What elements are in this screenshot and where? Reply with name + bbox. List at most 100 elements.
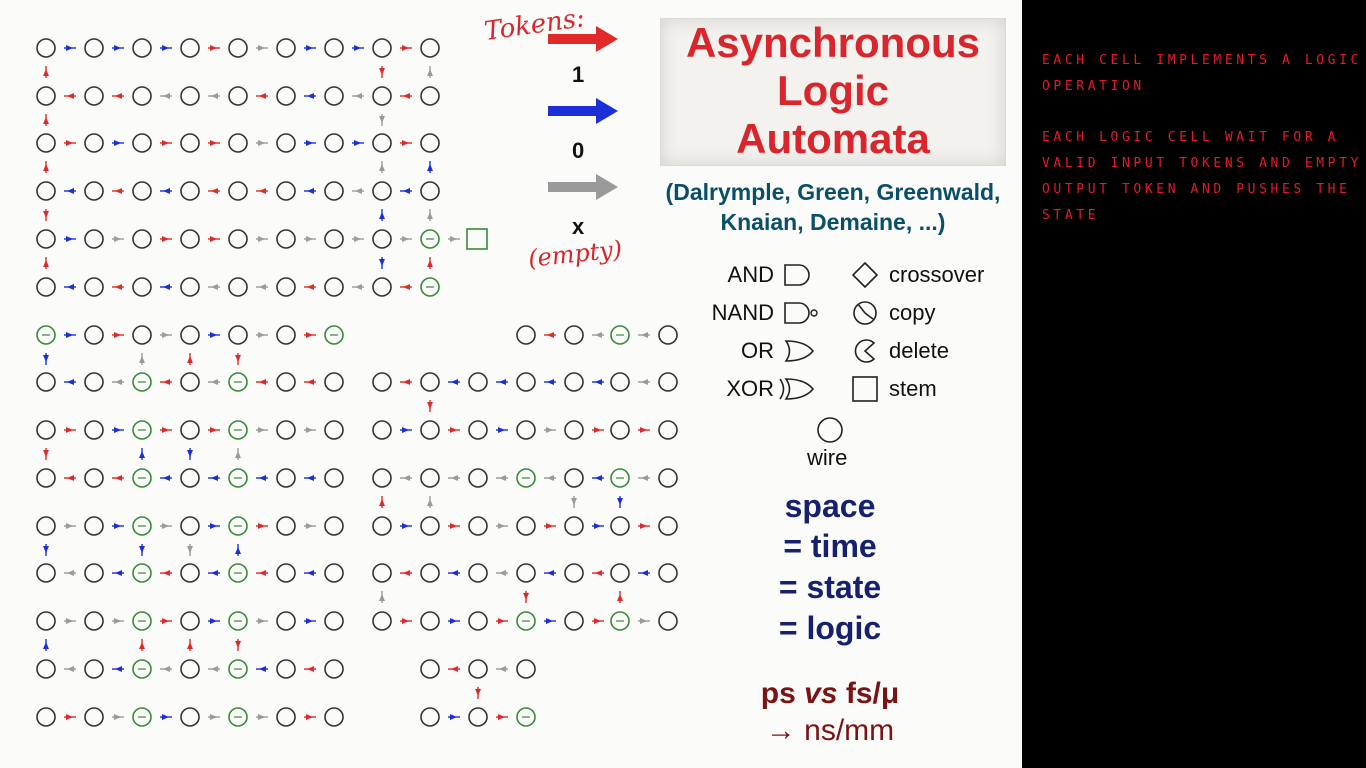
wire-cell [372,38,392,58]
wire-cell [132,420,152,440]
wire-cell [420,86,440,106]
wire-cell [180,229,200,249]
slide: Tokens: 1 0 x (empty) Asynchronous Logic… [0,0,1022,768]
wire-cell [228,133,248,153]
wire-cell [610,516,630,536]
wire-cell [372,468,392,488]
wire-cell [468,707,488,727]
wire-cell [516,707,536,727]
wire-cell [180,86,200,106]
wire-cell [36,563,56,583]
nand-gate-icon [784,302,818,324]
wire-cell [36,133,56,153]
wire-cell [420,372,440,392]
title-line-1: Asynchronous [685,19,981,66]
wire-cell [84,181,104,201]
wire-cell [420,563,440,583]
side-note: EACH CELL IMPLEMENTS A LOGIC OPERATION E… [1042,48,1364,254]
wire-cell [276,611,296,631]
crossover-icon [851,261,879,289]
wire-cell [180,325,200,345]
wire-cell [372,86,392,106]
wire-cell [228,468,248,488]
wire-cell [658,611,678,631]
wire-cell [228,325,248,345]
wire-cell [610,468,630,488]
wire-cell [564,611,584,631]
copy-icon [853,301,877,325]
wire-cell [180,181,200,201]
token-arrow-empty [548,174,618,200]
title-line-2: Logic [777,67,889,114]
automata-circuit [36,38,678,727]
legend-crossover-label: crossover [889,262,985,287]
wire-cell [276,659,296,679]
wire-cell [324,707,344,727]
wire-cell [36,611,56,631]
wire-cell [420,468,440,488]
scaling-line-1: ps vs fs/μ [760,677,900,710]
wire-cell [276,325,296,345]
title-box: Asynchronous Logic Automata [660,18,1006,166]
wire-cell [420,133,440,153]
wire-cell [276,86,296,106]
wire-cell [84,516,104,536]
wire-cell [564,372,584,392]
wire-cell [564,420,584,440]
wire-cell [420,420,440,440]
token-arrow-one [548,26,618,52]
wire-cell [132,181,152,201]
wire-icon [817,417,843,443]
wire-cell [658,372,678,392]
wire-cell [610,563,630,583]
wire-cell [516,420,536,440]
wire-cell [658,420,678,440]
equation-logic: = logic [778,610,882,646]
wire-cell [228,659,248,679]
wire-cell [276,277,296,297]
wire-cell [132,611,152,631]
wire-cell [420,277,440,297]
wire-cell [36,86,56,106]
wire-cell [468,468,488,488]
wire-cell [180,659,200,679]
wire-cell [276,229,296,249]
wire-cell [132,707,152,727]
wire-cell [132,468,152,488]
note-paragraph-2: EACH LOGIC CELL WAIT FOR A VALID INPUT T… [1042,130,1362,223]
authors-line-1: (Dalrymple, Green, Greenwald, [665,179,1001,205]
stem-cell [466,228,488,250]
wire-cell [564,563,584,583]
or-gate-icon [784,340,815,362]
wire-cell [84,563,104,583]
wire-cell [276,133,296,153]
wire-cell [276,468,296,488]
wire-cell [84,229,104,249]
stem-icon [852,376,878,402]
wire-cell [228,420,248,440]
wire-cell [324,563,344,583]
wire-cell [84,86,104,106]
wire-cell [180,468,200,488]
wire-cell [324,611,344,631]
wire-cell [84,611,104,631]
wire-cell [180,38,200,58]
wire-cell [84,372,104,392]
wire-cell [372,229,392,249]
wire-cell [420,516,440,536]
wire-cell [84,277,104,297]
wire-cell [516,468,536,488]
wire-cell [180,277,200,297]
wire-cell [324,86,344,106]
wire-cell [132,659,152,679]
wire-cell [420,181,440,201]
wire-cell [228,86,248,106]
wire-cell [372,611,392,631]
wire-cell [84,468,104,488]
wire-cell [36,229,56,249]
wire-cell [468,659,488,679]
wire-cell [228,563,248,583]
wire-cell [324,325,344,345]
wire-cell [36,659,56,679]
token-label-empty: x [572,214,585,239]
